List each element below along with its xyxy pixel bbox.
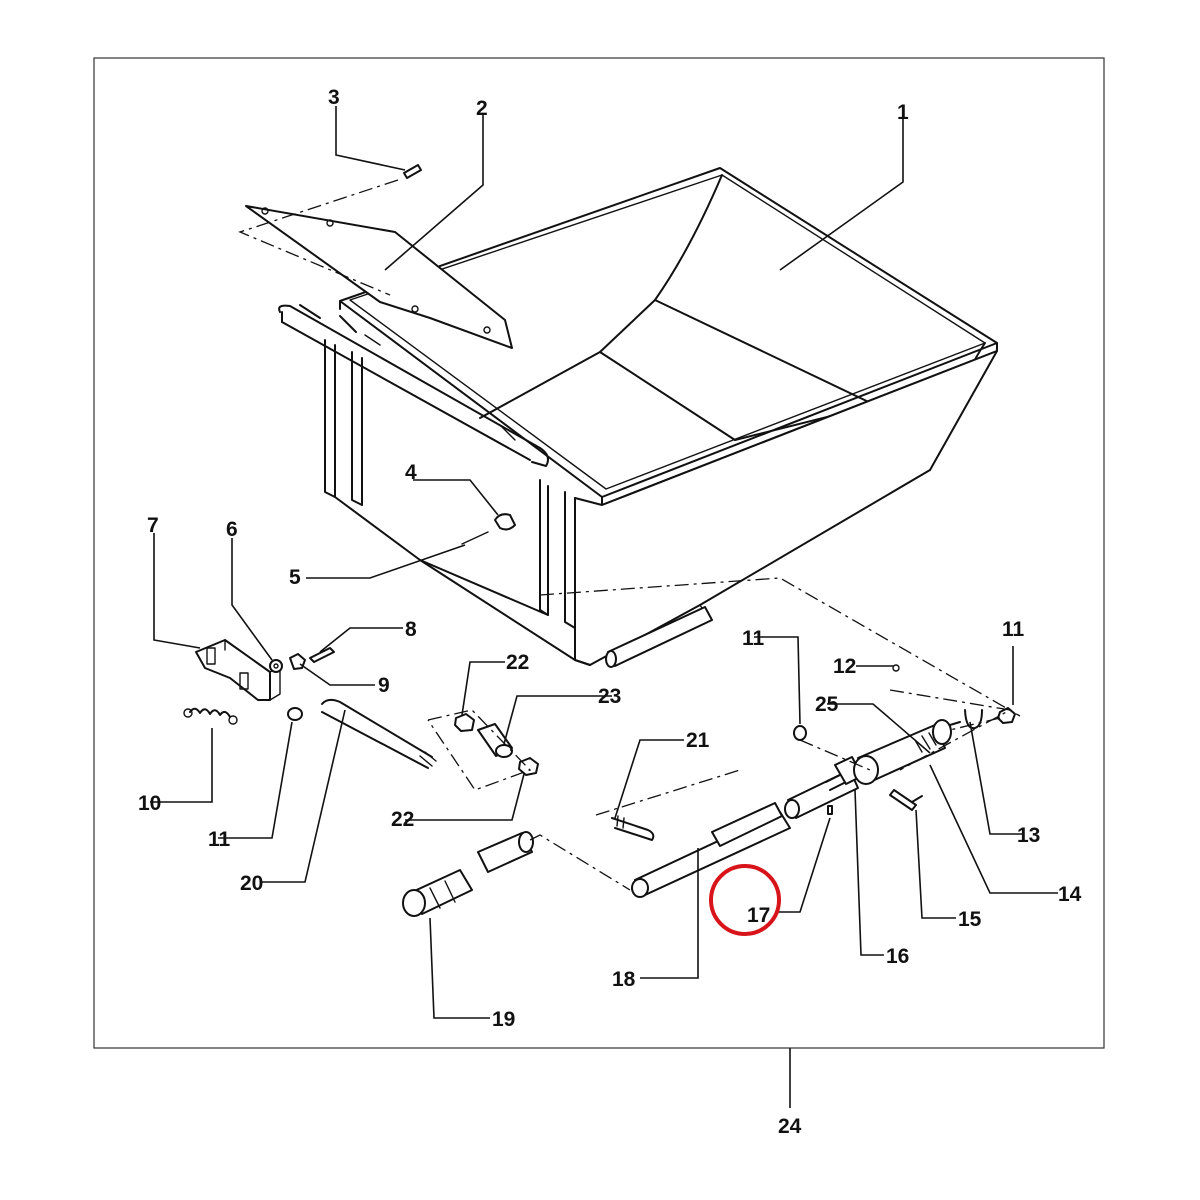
callout-14: 14 [1058, 883, 1082, 906]
grip-part-19 [402, 831, 534, 917]
washer-part-6 [269, 659, 283, 673]
callout-15: 15 [958, 908, 982, 931]
callout-10: 10 [138, 792, 161, 815]
callout-9: 9 [378, 674, 390, 697]
nut-part-22-bottom [518, 757, 539, 776]
callout-23: 23 [598, 685, 621, 708]
callout-16: 16 [886, 945, 909, 968]
callout-22-bottom: 22 [391, 808, 414, 831]
clip-part-13 [964, 709, 983, 730]
callout-11-right: 11 [1002, 618, 1025, 641]
highlight-circle [709, 864, 781, 936]
callout-20: 20 [240, 872, 263, 895]
nut-part-11-right [997, 707, 1016, 724]
callout-labels: 1 2 3 4 5 6 7 8 9 10 11 11 11 12 13 14 1… [138, 86, 1082, 1138]
bolt-part-8 [309, 647, 335, 663]
spring-part-10 [183, 707, 238, 725]
nut-part-11-middle [793, 725, 807, 741]
bracket-part-7 [195, 639, 281, 701]
callout-1: 1 [897, 101, 909, 124]
callout-13: 13 [1017, 824, 1040, 847]
spacer-part-23 [477, 723, 513, 758]
callout-6: 6 [226, 518, 238, 541]
leader-lines [150, 106, 1058, 1108]
handle-tube-part-18 [631, 802, 791, 898]
callout-19: 19 [492, 1008, 515, 1031]
screw-part-17 [827, 805, 833, 815]
pin-part-21 [611, 815, 655, 841]
callout-17: 17 [747, 904, 770, 927]
callout-11-middle: 11 [742, 627, 765, 650]
callout-5: 5 [289, 566, 301, 589]
callout-12: 12 [833, 655, 856, 678]
callout-11-left: 11 [208, 828, 231, 851]
callout-3: 3 [328, 86, 340, 109]
screw-part-3 [403, 164, 422, 179]
clip-part-4 [461, 513, 516, 545]
callout-8: 8 [405, 618, 417, 641]
callout-2: 2 [476, 97, 488, 120]
rod-part-20 [321, 698, 437, 769]
hopper-body [339, 167, 998, 668]
diagram-frame [93, 57, 1105, 1049]
screw-part-12 [892, 664, 900, 672]
bolt-part-15 [889, 789, 923, 811]
callout-4: 4 [405, 461, 417, 484]
nut-part-22-top [454, 713, 475, 732]
callout-18: 18 [612, 968, 636, 991]
callout-7: 7 [147, 514, 159, 537]
callout-21: 21 [686, 729, 710, 752]
callout-22-top: 22 [506, 651, 529, 674]
callout-24: 24 [778, 1115, 802, 1138]
callout-25: 25 [815, 693, 839, 716]
nut-part-11-left [287, 707, 303, 721]
latch-assembly [784, 719, 961, 819]
centerlines [238, 179, 1021, 891]
plate-part-2 [245, 205, 513, 349]
handle-frame [278, 304, 576, 629]
